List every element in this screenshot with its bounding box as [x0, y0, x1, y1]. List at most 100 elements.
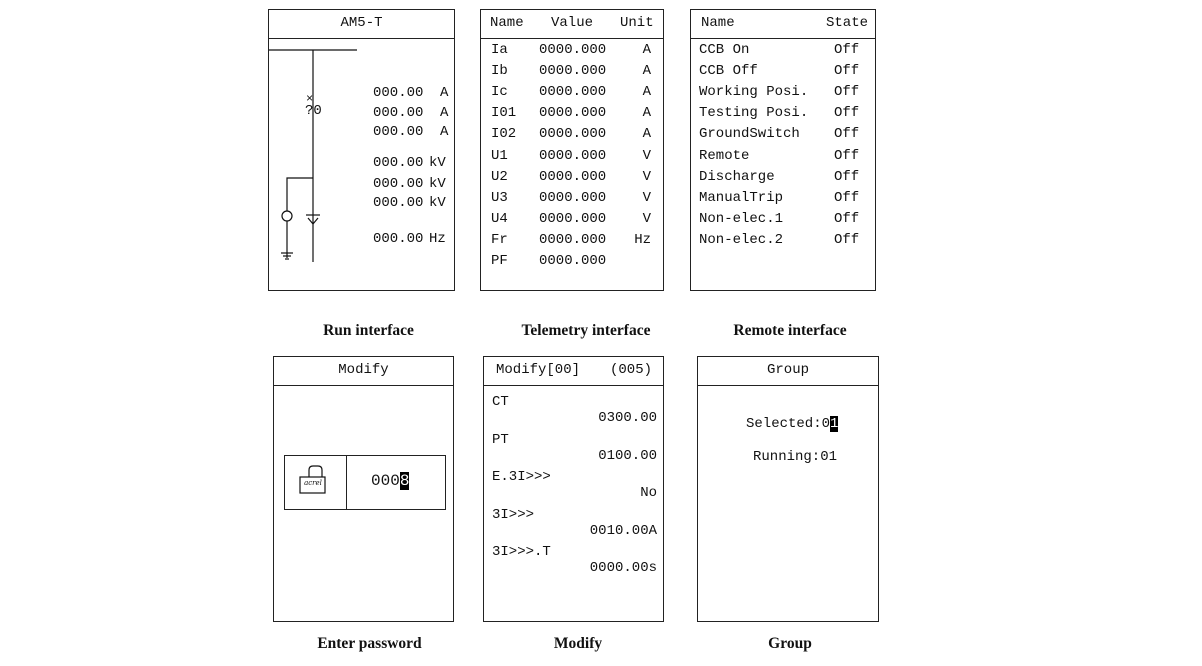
telemetry-value: 0000.000 [539, 126, 607, 143]
modify-param-label: 3I>>>.T [492, 544, 551, 560]
switch-label: ?0 [305, 103, 322, 119]
run-caption: Run interface [323, 322, 414, 339]
modify-header: Modify[00] (005) [484, 357, 663, 386]
telemetry-name: I02 [491, 126, 517, 143]
remote-state: Off [834, 189, 860, 206]
telemetry-unit: V [642, 147, 651, 164]
remote-state: Off [834, 126, 860, 143]
group-header: Group [698, 357, 878, 386]
telemetry-value: 0000.000 [539, 168, 607, 185]
password-caption: Enter password [317, 635, 422, 652]
telemetry-header-name: Name [490, 15, 524, 31]
voltage-1-unit: kV [429, 155, 446, 171]
telemetry-unit: V [642, 168, 651, 185]
group-selected-cursor: 1 [830, 416, 839, 432]
current-c-value: 000.00 [373, 124, 424, 140]
remote-state: Off [834, 210, 860, 227]
password-entry-box[interactable]: acrel 0008 [284, 455, 446, 510]
single-line-diagram [269, 49, 357, 262]
telemetry-value: 0000.000 [539, 105, 607, 122]
remote-name: CCB On [699, 42, 750, 58]
run-header: AM5-T [269, 10, 454, 39]
table-row: U2 0000.000 V [481, 169, 663, 190]
telemetry-value: 0000.000 [539, 63, 607, 80]
remote-header: Name State [691, 10, 875, 39]
voltage-3-value: 000.00 [373, 195, 424, 211]
group-selected-prefix: 0 [821, 416, 831, 432]
remote-name: Discharge [699, 168, 775, 185]
group-selected[interactable]: Selected:01 [746, 416, 839, 432]
modify-param-value[interactable]: 0100.00 [598, 447, 657, 464]
password-digits[interactable]: 0008 [371, 472, 410, 490]
telemetry-unit: A [642, 126, 651, 143]
password-title: Modify [338, 362, 389, 378]
telemetry-value: 0000.000 [539, 42, 607, 58]
telemetry-unit: A [642, 84, 651, 101]
remote-name: ManualTrip [699, 189, 784, 206]
lock-icon: acrel [285, 456, 347, 509]
table-row: GroundSwitch Off [691, 126, 875, 147]
run-interface-panel: AM5-T × ?0 000.00 A 000.00 A 000.00 A 00… [268, 9, 455, 291]
remote-name: Testing Posi. [699, 105, 809, 122]
telemetry-header-unit: Unit [620, 15, 654, 31]
remote-name: GroundSwitch [699, 126, 800, 143]
telemetry-name: PF [491, 253, 508, 269]
table-row: I01 0000.000 A [481, 105, 663, 126]
modify-param-label: PT [492, 431, 509, 448]
telemetry-header: Name Value Unit [481, 10, 663, 39]
table-row: Ib 0000.000 A [481, 63, 663, 84]
modify-param-label: CT [492, 394, 509, 410]
password-header: Modify [274, 357, 453, 386]
group-caption: Group [768, 635, 812, 652]
remote-state: Off [834, 147, 860, 164]
telemetry-name: Fr [491, 231, 508, 248]
telemetry-name: I01 [491, 105, 517, 122]
table-row: Non-elec.1 Off [691, 211, 875, 232]
telemetry-name: U2 [491, 168, 508, 185]
password-value-prefix: 000 [371, 472, 400, 490]
remote-state: Off [834, 84, 860, 101]
voltage-3-unit: kV [429, 195, 446, 211]
modify-param-value[interactable]: 0010.00A [589, 522, 657, 539]
remote-name: Non-elec.1 [699, 210, 784, 227]
telemetry-name: U4 [491, 210, 508, 227]
password-panel: Modify acrel 0008 [273, 356, 454, 622]
remote-name: Remote [699, 147, 750, 164]
telemetry-header-value: Value [551, 15, 594, 31]
telemetry-value: 0000.000 [539, 210, 607, 227]
remote-name: Non-elec.2 [699, 231, 784, 248]
frequency-value: 000.00 [373, 231, 424, 247]
modify-index: (005) [610, 362, 653, 378]
telemetry-value: 0000.000 [539, 147, 607, 164]
telemetry-unit: A [642, 42, 651, 58]
remote-header-state: State [826, 15, 869, 31]
voltage-1-value: 000.00 [373, 155, 424, 171]
telemetry-caption: Telemetry interface [521, 322, 651, 339]
remote-name: Working Posi. [699, 84, 809, 101]
telemetry-unit: A [642, 63, 651, 80]
telemetry-unit: A [642, 105, 651, 122]
current-b-value: 000.00 [373, 105, 424, 121]
modify-param-value[interactable]: 0000.00s [589, 560, 657, 576]
remote-header-name: Name [701, 15, 735, 31]
table-row: U1 0000.000 V [481, 148, 663, 169]
telemetry-name: U1 [491, 147, 508, 164]
modify-param-value[interactable]: No [640, 485, 657, 501]
modify-caption: Modify [553, 635, 603, 652]
telemetry-name: Ib [491, 63, 508, 80]
acrel-logo-text: acrel [304, 479, 322, 487]
modify-param-value[interactable]: 0300.00 [598, 410, 657, 426]
table-row: Remote Off [691, 148, 875, 169]
modify-title: Modify[00] [496, 362, 581, 378]
remote-caption: Remote interface [733, 322, 847, 339]
voltage-2-value: 000.00 [373, 176, 424, 192]
